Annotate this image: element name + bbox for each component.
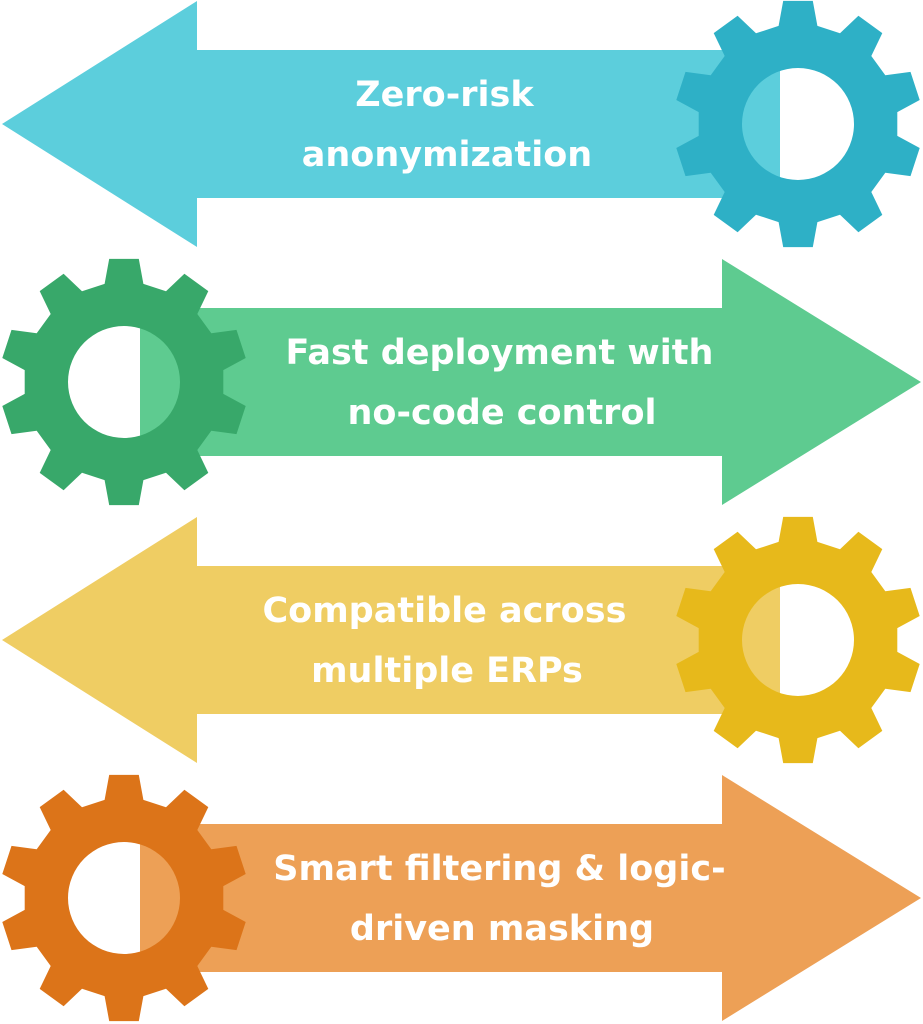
label-line-2: driven masking bbox=[350, 909, 654, 949]
row-fast-deployment: Fast deployment with no-code control bbox=[2, 258, 921, 506]
row-label: Compatible across multiple ERPs bbox=[262, 591, 631, 691]
label-line-2: no-code control bbox=[347, 393, 656, 433]
gear-icon bbox=[2, 774, 246, 1022]
label-line-1: Zero-risk bbox=[355, 75, 534, 115]
arrow-left-shape bbox=[2, 517, 780, 763]
label-line-1: Fast deployment with bbox=[285, 333, 713, 373]
arrow-right-shape bbox=[140, 775, 921, 1021]
arrow-right-shape bbox=[140, 259, 921, 505]
row-compatible-erps: Compatible across multiple ERPs bbox=[2, 516, 920, 764]
gear-icon bbox=[676, 0, 920, 248]
label-line-1: Smart filtering & logic- bbox=[273, 849, 725, 889]
label-line-2: anonymization bbox=[302, 135, 592, 175]
row-label: Fast deployment with no-code control bbox=[285, 333, 718, 433]
label-line-1: Compatible across bbox=[262, 591, 626, 631]
row-zero-risk: Zero-risk anonymization bbox=[2, 0, 920, 248]
gear-icon bbox=[676, 516, 920, 764]
arrow-left-shape bbox=[2, 1, 780, 247]
row-label: Zero-risk anonymization bbox=[302, 75, 592, 175]
row-label: Smart filtering & logic- driven masking bbox=[273, 849, 730, 949]
gear-icon bbox=[2, 258, 246, 506]
row-smart-filtering: Smart filtering & logic- driven masking bbox=[2, 774, 921, 1022]
label-line-2: multiple ERPs bbox=[311, 651, 583, 691]
